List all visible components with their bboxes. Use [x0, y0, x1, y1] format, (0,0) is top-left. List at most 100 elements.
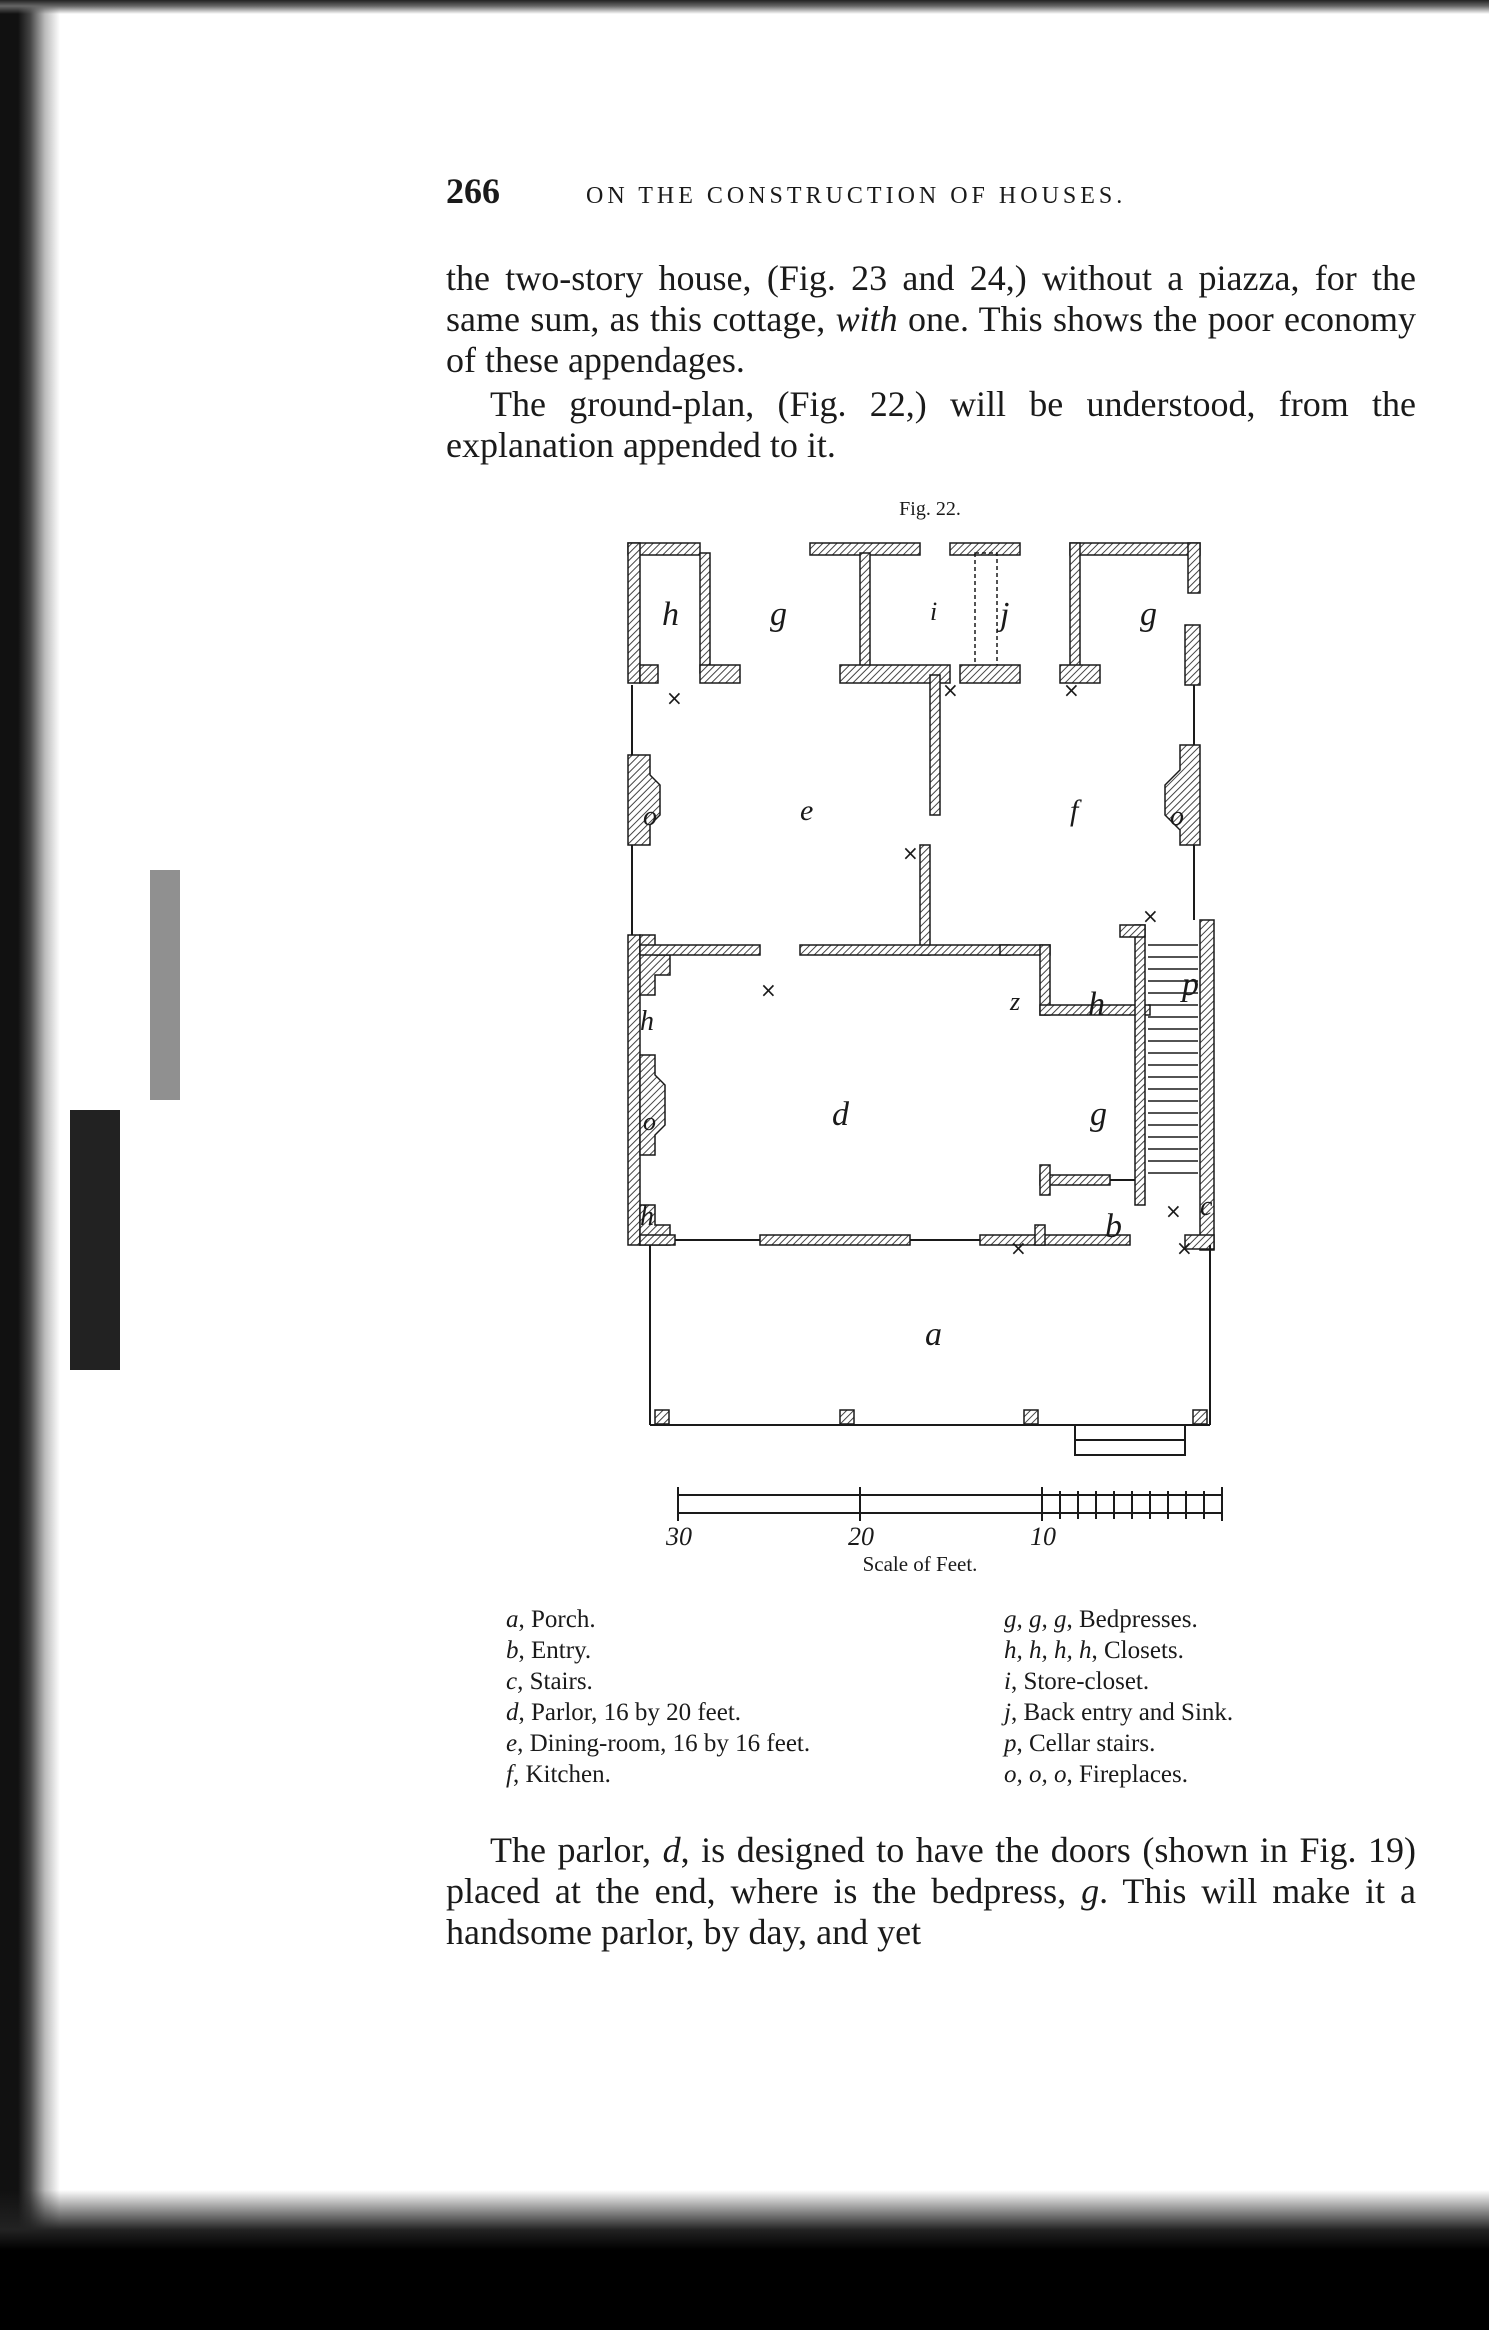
fireplace: [627, 754, 661, 846]
room-label-i: i: [930, 597, 937, 626]
door-marker: ×: [942, 678, 959, 702]
wall: [1039, 1164, 1051, 1196]
room-label-h: h: [640, 1006, 654, 1037]
legend-text: , Entry.: [518, 1637, 592, 1664]
legend-text: , Dining-room, 16 by 16 feet.: [517, 1730, 811, 1757]
room-label-j: j: [996, 596, 1009, 633]
room-label-e: e: [800, 794, 813, 827]
legend-text: , Kitchen.: [512, 1761, 611, 1788]
legend-item: h, h, h, h, Closets.: [1004, 1635, 1474, 1666]
legend-key: b: [506, 1637, 519, 1664]
emphasis: d: [662, 1830, 681, 1870]
room-label-o: o: [1170, 801, 1184, 832]
wall: [1034, 1224, 1046, 1246]
legend-text: , Store-closet.: [1010, 1668, 1150, 1695]
text-run: the two-story house, (Fig. 23 and 24,) w…: [446, 258, 1416, 339]
room-label-g: g: [1140, 596, 1157, 633]
wall: [1059, 664, 1101, 684]
legend-key: c: [506, 1668, 518, 1695]
room-label-b: b: [1105, 1208, 1122, 1245]
text-run: The parlor,: [490, 1830, 663, 1870]
paragraph-1: the two-story house, (Fig. 23 and 24,) w…: [446, 258, 1416, 381]
legend-item: f, Kitchen.: [506, 1759, 976, 1790]
floor-plan: h g i j g o e f o z h p h o d g c h b a …: [627, 542, 1223, 1551]
emphasis: with: [835, 299, 898, 339]
legend-key: h, h, h, h: [1004, 1637, 1092, 1664]
room-label-z: z: [1009, 987, 1020, 1016]
wall: [639, 944, 761, 956]
legend-item: i, Store-closet.: [1004, 1666, 1474, 1697]
wall: [639, 1234, 676, 1246]
room-labels: h g i j g o e f o z h p h o d g c h b a: [640, 596, 1213, 1353]
paragraph-3: The parlor, d, is designed to have the d…: [446, 1830, 1416, 1953]
door-marker: ×: [1010, 1236, 1027, 1260]
legend-right: g, g, g, Bedpresses. h, h, h, h, Closets…: [1004, 1604, 1474, 1790]
wall: [959, 664, 1021, 684]
legend-key: i: [1004, 1668, 1011, 1695]
wall: [974, 552, 998, 674]
legend-item: a, Porch.: [506, 1604, 976, 1635]
wall: [759, 1234, 911, 1246]
legend-text: , Closets.: [1091, 1637, 1184, 1664]
wall: [1069, 542, 1081, 674]
paragraph-2: The ground-plan, (Fig. 22,) will be unde…: [446, 384, 1416, 465]
legend-item: p, Cellar stairs.: [1004, 1728, 1474, 1759]
legend-text: , Parlor, 16 by 20 feet.: [518, 1699, 742, 1726]
door-marker: ×: [666, 686, 683, 710]
door-markers: × × × × × × × × ×: [666, 678, 1193, 1260]
scale-title: Scale of Feet.: [862, 1552, 978, 1576]
wall: [929, 674, 941, 816]
wall: [1187, 542, 1201, 594]
room-label-g: g: [770, 596, 787, 633]
legend-item: g, g, g, Bedpresses.: [1004, 1604, 1474, 1635]
door-marker: ×: [1063, 678, 1080, 702]
door-marker: ×: [902, 841, 919, 865]
porch-post: [1023, 1409, 1039, 1425]
walls: [627, 542, 1215, 1425]
legend-item: c, Stairs.: [506, 1666, 976, 1697]
wall: [799, 944, 1011, 956]
wall: [919, 844, 931, 956]
wall: [627, 542, 641, 684]
wall: [1119, 924, 1146, 938]
wall: [699, 664, 741, 684]
wall: [1134, 924, 1146, 1206]
wall: [1184, 1234, 1215, 1250]
scale-label: 10: [1030, 1522, 1056, 1551]
cellar-stairs: [1148, 944, 1198, 1174]
legend-item: e, Dining-room, 16 by 16 feet.: [506, 1728, 976, 1759]
wall: [639, 934, 671, 996]
wall: [699, 552, 711, 674]
legend-key: a: [506, 1606, 519, 1633]
room-label-d: d: [832, 1096, 850, 1133]
door-marker: ×: [1176, 1236, 1193, 1260]
emphasis: g: [1081, 1871, 1100, 1911]
door-marker: ×: [1142, 904, 1159, 928]
legend-key: p: [1004, 1730, 1017, 1757]
legend-key: g, g, g: [1004, 1606, 1067, 1633]
wall: [859, 552, 871, 674]
room-label-o: o: [643, 1107, 656, 1136]
legend-key: f: [506, 1761, 513, 1788]
wall: [1184, 624, 1201, 686]
scale-labels: 30 20 10: [665, 1522, 1056, 1551]
wall: [839, 664, 951, 684]
wall: [949, 542, 1021, 556]
running-head: ON THE CONSTRUCTION OF HOUSES.: [586, 183, 1127, 209]
scan-bottom-edge: [0, 2190, 1489, 2330]
room-label-a: a: [925, 1316, 942, 1353]
wall: [1199, 919, 1215, 1251]
legend-key: o, o, o: [1004, 1761, 1067, 1788]
scale-label: 30: [665, 1522, 692, 1551]
door-marker: ×: [1165, 1199, 1182, 1223]
legend-text: , Back entry and Sink.: [1010, 1699, 1234, 1726]
scan-left-edge: [0, 0, 60, 2330]
scan-streak: [70, 1110, 120, 1370]
scan-top-edge: [0, 0, 1489, 14]
legend-left: a, Porch. b, Entry. c, Stairs. d, Parlor…: [506, 1604, 976, 1790]
legend-text: , Bedpresses.: [1066, 1606, 1198, 1633]
page-number: 266: [446, 171, 500, 211]
room-label-p: p: [1180, 966, 1199, 1003]
room-label-h: h: [662, 596, 679, 633]
legend-item: o, o, o, Fireplaces.: [1004, 1759, 1474, 1790]
